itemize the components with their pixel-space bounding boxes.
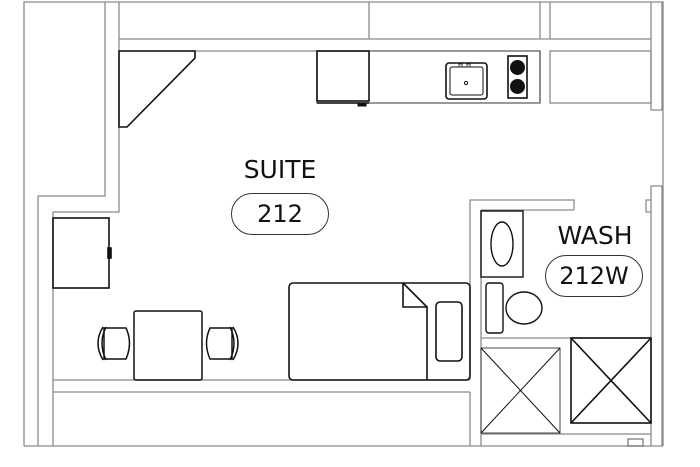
- bathroom-sink-icon: [490, 221, 514, 267]
- bed: [288, 282, 471, 381]
- room-number-wash-text: 212W: [559, 262, 629, 290]
- room-number-wash: 212W: [545, 255, 643, 297]
- stove-icon: [507, 55, 528, 99]
- bed-pillow: [435, 301, 463, 362]
- room-name-wash: WASH: [557, 221, 633, 250]
- dining-table: [133, 310, 203, 381]
- room-number-suite: 212: [231, 193, 329, 235]
- room-number-suite-text: 212: [257, 200, 303, 228]
- closet-storage: [570, 337, 652, 424]
- toilet-tank-icon: [485, 282, 504, 334]
- corner-shelf: [118, 50, 196, 128]
- kitchen-counter: [316, 50, 541, 107]
- refrigerator: [316, 50, 370, 102]
- room-name-suite: SUITE: [243, 155, 317, 184]
- wash-fixtures: [480, 210, 543, 334]
- dining-set: [97, 310, 239, 381]
- wardrobe: [52, 217, 112, 289]
- chair-left-icon: [97, 326, 131, 361]
- chair-right-icon: [205, 326, 239, 361]
- toilet-bowl-icon: [505, 291, 543, 325]
- kitchen-sink-icon: [445, 62, 488, 100]
- floor-drain: [627, 438, 644, 447]
- shower-stall: [480, 347, 561, 434]
